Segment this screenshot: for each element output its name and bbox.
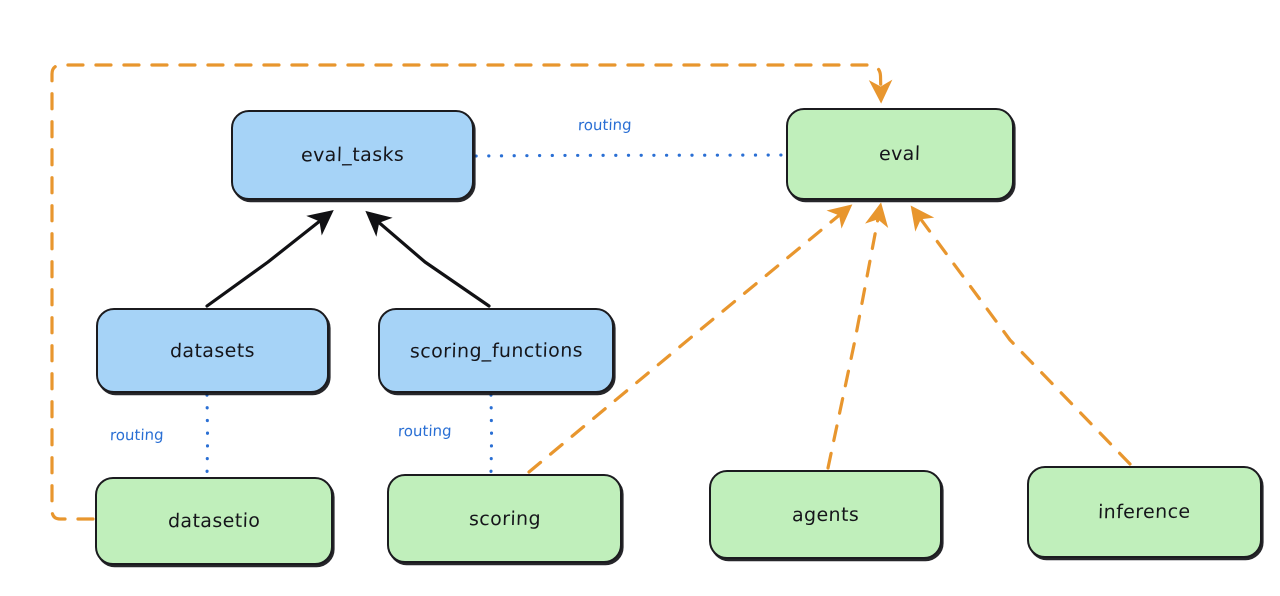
node-label: eval_tasks [300,143,405,167]
edge-datasets-to-eval-tasks [205,210,334,308]
edge-scoring-to-eval [527,204,853,474]
node-eval-tasks[interactable]: eval_tasks [231,110,474,200]
node-label: scoring_functions [409,338,583,363]
node-label: datasetio [167,509,261,533]
node-label: scoring [468,507,541,530]
node-datasetio[interactable]: datasetio [95,477,333,565]
node-label: inference [1097,500,1192,524]
edge-datasetio-to-eval [50,63,893,521]
edge-datasets-to-datasetio [205,393,210,477]
node-label: eval [878,142,922,166]
edge-scoring-functions-to-eval-tasks [365,210,491,308]
edge-label-routing-eval-tasks: routing [577,115,632,135]
node-label: agents [791,503,860,526]
edge-label-routing-scoring-functions: routing [397,421,452,441]
edge-label-routing-datasets: routing [109,425,165,445]
edge-inference-to-eval [910,205,1132,466]
node-scoring[interactable]: scoring [387,474,622,563]
node-datasets[interactable]: datasets [96,308,329,393]
edge-agents-to-eval [826,202,889,470]
node-scoring-functions[interactable]: scoring_functions [378,308,614,393]
edge-eval-tasks-to-eval [474,153,786,158]
node-eval[interactable]: eval [786,108,1014,200]
edge-scoring-functions-to-scoring [489,393,494,474]
node-label: datasets [169,339,256,362]
node-agents[interactable]: agents [709,470,942,559]
node-inference[interactable]: inference [1027,466,1262,558]
